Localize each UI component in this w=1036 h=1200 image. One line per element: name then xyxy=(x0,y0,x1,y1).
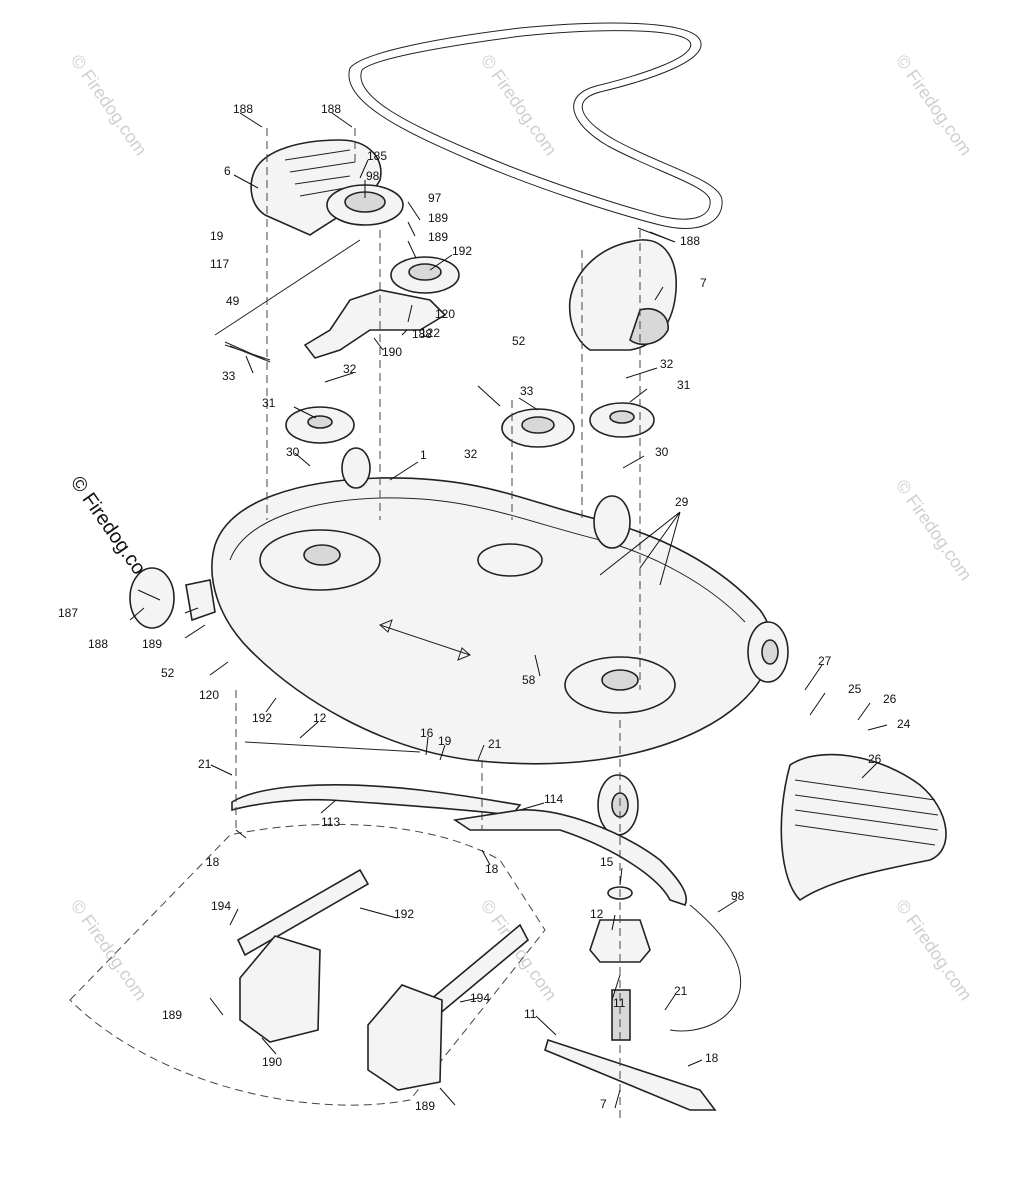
callout: 192 xyxy=(252,711,272,725)
callout: 122 xyxy=(420,326,440,340)
callout: 6 xyxy=(224,164,231,178)
callout: 7 xyxy=(600,1097,607,1111)
callout: 18 xyxy=(206,855,220,869)
callout: 18 xyxy=(705,1051,719,1065)
drive-belt xyxy=(348,22,723,229)
mower-deck xyxy=(211,477,773,765)
bumper-kit xyxy=(69,823,546,1106)
callout: 185 xyxy=(367,149,387,163)
watermark: © Firedog.com xyxy=(892,51,976,159)
callout: 97 xyxy=(428,191,442,205)
callout: 31 xyxy=(677,378,691,392)
callout: 12 xyxy=(313,711,327,725)
callout: 120 xyxy=(199,688,219,702)
alignment-lines xyxy=(235,128,641,1120)
callout: 188 xyxy=(233,102,253,116)
leader-lines xyxy=(129,112,888,1109)
callout: 18 xyxy=(485,862,499,876)
callout: 52 xyxy=(161,666,175,680)
watermark: © Firedog.com xyxy=(892,476,976,584)
callout: 117 xyxy=(210,257,229,271)
pulleys-upper xyxy=(285,184,655,448)
watermark: © Firedog.com xyxy=(67,896,151,1004)
watermark: © Firedog.com xyxy=(477,51,561,159)
callout: 58 xyxy=(522,673,536,687)
callout: 26 xyxy=(883,692,897,706)
callout: 27 xyxy=(818,654,832,668)
callout: 19 xyxy=(210,229,224,243)
callout: 15 xyxy=(600,855,614,869)
callout: 32 xyxy=(343,362,357,376)
callout: 52 xyxy=(512,334,526,348)
callout: 188 xyxy=(88,637,108,651)
callout: 29 xyxy=(675,495,689,509)
callout: 33 xyxy=(520,384,534,398)
callout: 7 xyxy=(700,276,707,290)
discharge-chute xyxy=(780,753,947,902)
callout: 19 xyxy=(438,734,452,748)
callout: 189 xyxy=(428,230,448,244)
callout: 12 xyxy=(590,907,604,921)
callout: 25 xyxy=(848,682,862,696)
callout: 189 xyxy=(162,1008,182,1022)
callout: 192 xyxy=(452,244,472,258)
callout: 189 xyxy=(428,211,448,225)
side-roller xyxy=(129,567,216,629)
callout: 188 xyxy=(321,102,341,116)
callout: 189 xyxy=(415,1099,435,1113)
callout: 32 xyxy=(464,447,478,461)
callout: 16 xyxy=(420,726,434,740)
callout: 190 xyxy=(262,1055,282,1069)
callout: 11 xyxy=(524,1007,537,1021)
callout: 21 xyxy=(674,984,688,998)
callout: 1 xyxy=(420,448,427,462)
callout: 11 xyxy=(613,996,626,1010)
callout: 120 xyxy=(435,307,455,321)
watermark: © Firedog.com xyxy=(892,896,976,1004)
callout: 98 xyxy=(366,169,380,183)
callout: 114 xyxy=(544,792,563,806)
callout: 194 xyxy=(211,899,231,913)
callout: 194 xyxy=(470,991,490,1005)
callout: 30 xyxy=(655,445,669,459)
linkage-rods xyxy=(231,741,742,1032)
callout: 21 xyxy=(488,737,502,751)
callout: 31 xyxy=(262,396,276,410)
callout-labels: 188 188 6 185 98 97 189 189 192 188 7 12… xyxy=(58,102,911,1113)
belt-cover-left xyxy=(250,139,382,236)
callout: 26 xyxy=(868,752,882,766)
idler-bracket xyxy=(214,239,447,363)
callout: 30 xyxy=(286,445,300,459)
callout: 21 xyxy=(198,757,212,771)
callout: 192 xyxy=(394,907,414,921)
callout: 33 xyxy=(222,369,236,383)
watermark: © Firedog.com xyxy=(67,51,151,159)
callout: 187 xyxy=(58,606,78,620)
mower-blade xyxy=(544,1038,717,1111)
callout: 98 xyxy=(731,889,745,903)
callout: 189 xyxy=(142,637,162,651)
callout: 32 xyxy=(660,357,674,371)
callout: 188 xyxy=(412,327,432,341)
callout: 49 xyxy=(226,294,240,308)
belt-cover-right xyxy=(568,239,677,351)
callout: 113 xyxy=(321,815,340,829)
callout: 190 xyxy=(382,345,402,359)
callout: 188 xyxy=(680,234,700,248)
callout: 24 xyxy=(897,717,911,731)
